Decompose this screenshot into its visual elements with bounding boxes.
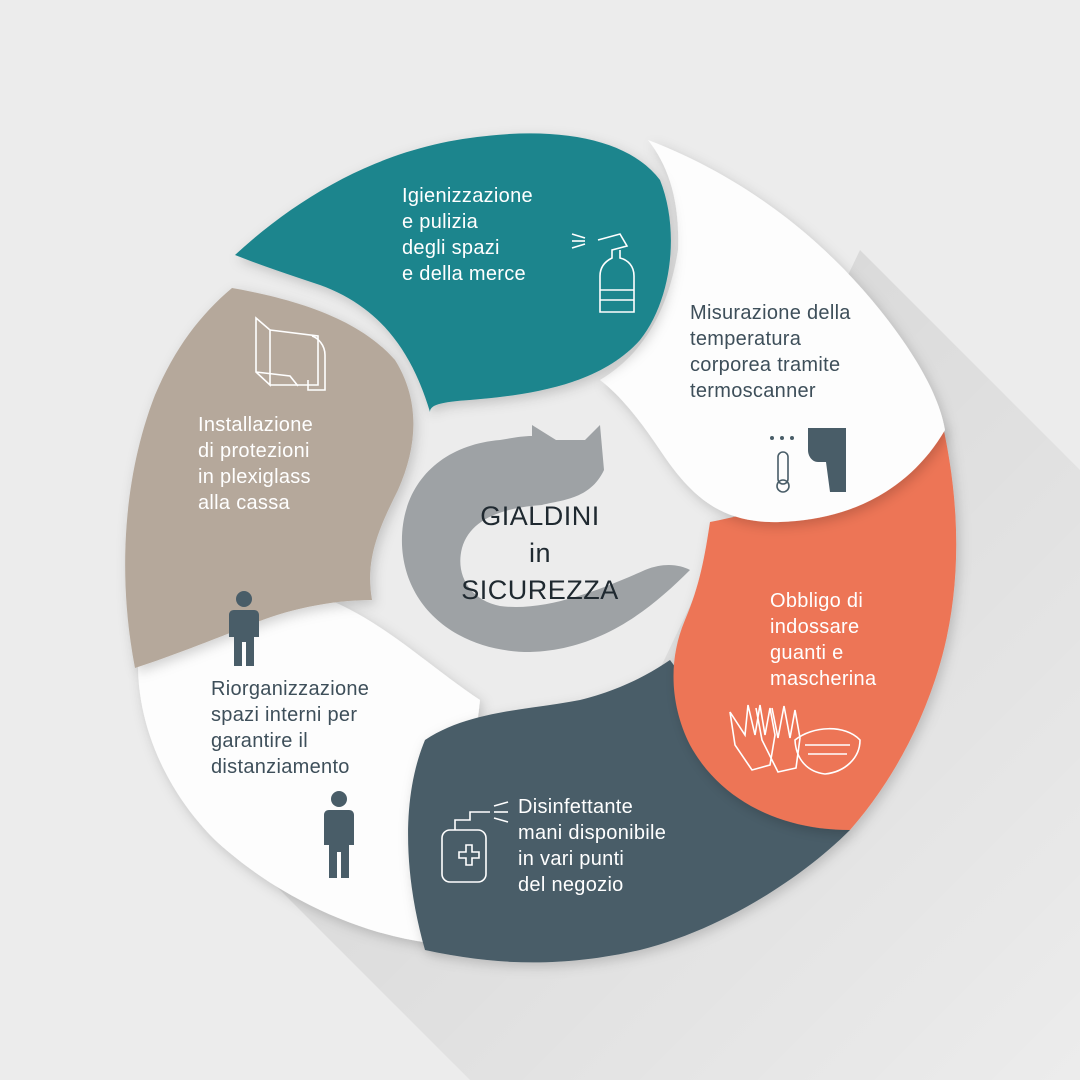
gloves-mask-icon <box>729 704 861 775</box>
text-line: garantire il <box>211 730 308 752</box>
spray-bottle-icon <box>571 233 635 313</box>
segment-disinfettante <box>408 660 850 963</box>
text-line: mascherina <box>770 668 877 690</box>
text-line: Igienizzazione <box>402 185 533 207</box>
text-line: alla cassa <box>198 492 290 514</box>
text-line: Obbligo di <box>770 590 864 612</box>
segment-obbligo <box>673 422 957 830</box>
text-line: corporea tramite <box>690 354 841 376</box>
text-line: e della merce <box>402 263 526 285</box>
person-icon <box>324 791 354 878</box>
text-line: in vari punti <box>518 848 625 870</box>
segment-riorganizzazione-text: Riorganizzazione spazi interni per garan… <box>211 676 369 780</box>
text-line: e pulizia <box>402 211 479 233</box>
segment-misurazione <box>600 140 945 523</box>
text-line: temperatura <box>690 328 802 350</box>
person-icon <box>229 591 259 666</box>
segment-obbligo-text: Obbligo di indossare guanti e mascherina <box>770 588 876 692</box>
segment-disinfettante-text: Disinfettante mani disponibile in vari p… <box>518 794 666 898</box>
text-line: Disinfettante <box>518 796 634 818</box>
text-line: degli spazi <box>402 237 500 259</box>
text-line: in plexiglass <box>198 466 311 488</box>
text-line: termoscanner <box>690 380 816 402</box>
text-line: del negozio <box>518 874 624 896</box>
thermometer-scanner-icon <box>770 428 846 493</box>
text-line: Misurazione della <box>690 302 851 324</box>
sanitizer-dispenser-icon <box>441 801 509 883</box>
text-line: guanti e <box>770 642 844 664</box>
segment-igienizzazione <box>235 133 671 412</box>
segment-igienizzazione-text: Igienizzazione e pulizia degli spazi e d… <box>402 183 533 287</box>
text-line: spazi interni per <box>211 704 358 726</box>
segment-misurazione-text: Misurazione della temperatura corporea t… <box>690 300 851 404</box>
text-line: Installazione <box>198 414 314 436</box>
title-line: SICUREZZA <box>461 575 619 605</box>
segment-installazione <box>125 288 414 668</box>
center-title: GIALDINI in SICUREZZA <box>400 498 680 609</box>
title-line: in <box>528 538 551 568</box>
text-line: Riorganizzazione <box>211 678 370 700</box>
text-line: di protezioni <box>198 440 310 462</box>
text-line: indossare <box>770 616 860 638</box>
segment-riorganizzazione <box>138 585 480 945</box>
plexiglass-shield-icon <box>255 316 326 391</box>
text-line: mani disponibile <box>518 822 667 844</box>
cat-logo-icon <box>401 425 690 652</box>
segment-installazione-text: Installazione di protezioni in plexiglas… <box>198 412 313 516</box>
title-line: GIALDINI <box>480 501 600 531</box>
text-line: distanziamento <box>211 756 350 778</box>
